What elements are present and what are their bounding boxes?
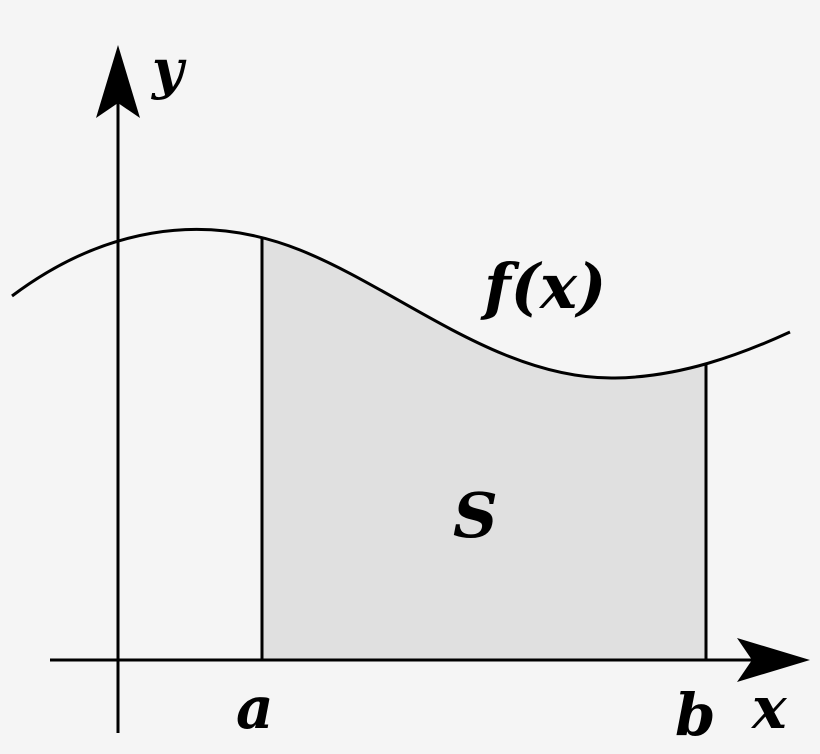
y-axis-label: y (151, 37, 187, 101)
y-axis-arrow-icon (96, 45, 140, 118)
function-label: f(x) (480, 250, 606, 323)
x-axis-label: x (750, 674, 788, 742)
lower-bound-label: a (236, 674, 274, 742)
function-curve (11, 227, 791, 380)
area-under-curve (262, 237, 706, 660)
upper-bound-label: b (675, 681, 716, 749)
area-label: S (453, 479, 498, 552)
x-axis-arrow-icon (737, 638, 810, 682)
